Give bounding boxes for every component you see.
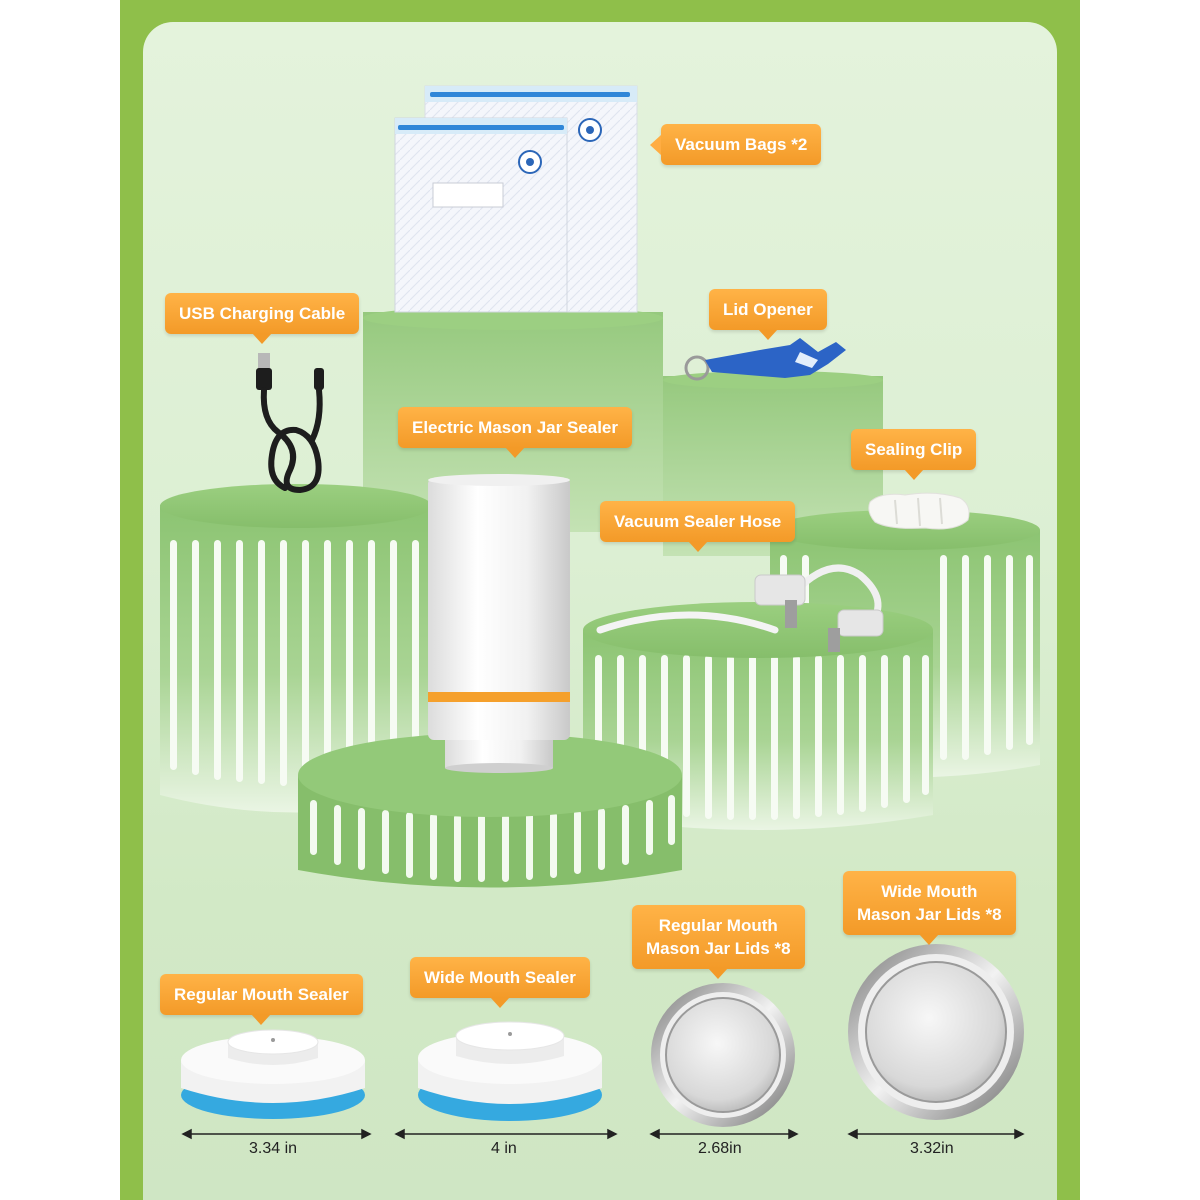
vacuum-hose-icon	[596, 564, 884, 652]
callout-text-line1: Regular Mouth	[658, 916, 778, 935]
callout-text-line2: Mason Jar Lids *8	[857, 905, 1002, 924]
dimension-wide-lid: 3.32in	[910, 1140, 954, 1157]
dimension-arrows	[181, 1128, 1025, 1140]
vacuum-bag-icon	[394, 85, 638, 313]
callout-mason-sealer: Electric Mason Jar Sealer	[398, 407, 633, 458]
callout-text: USB Charging Cable	[179, 304, 346, 323]
lid-opener-icon	[684, 338, 846, 381]
mason-jar-sealer-device	[428, 474, 570, 773]
callout-regular-lids: Regular Mouth Mason Jar Lids *8	[632, 905, 805, 979]
callout-vacuum-bags: Vacuum Bags *2	[650, 124, 822, 165]
left-pedestal	[160, 484, 432, 813]
callout-wide-sealer: Wide Mouth Sealer	[410, 957, 590, 1008]
callout-wide-lids: Wide Mouth Mason Jar Lids *8	[843, 871, 1016, 945]
callout-text: Electric Mason Jar Sealer	[412, 418, 619, 437]
regular-sealer-device	[181, 1029, 365, 1119]
callout-text-line1: Wide Mouth	[881, 882, 978, 901]
sealing-clip-icon	[868, 492, 970, 530]
callout-sealer-hose: Vacuum Sealer Hose	[600, 501, 796, 552]
jar-lid-icon	[848, 944, 1024, 1120]
dimension-regular-sealer: 3.34 in	[249, 1140, 298, 1157]
callout-text: Wide Mouth Sealer	[424, 968, 576, 987]
front-pedestal	[298, 733, 682, 888]
jar-lid-icon	[651, 983, 795, 1127]
usb-cable-icon	[256, 353, 324, 494]
callout-sealing-clip: Sealing Clip	[851, 429, 977, 480]
callout-text: Sealing Clip	[865, 440, 963, 459]
callout-text: Vacuum Bags *2	[675, 135, 808, 154]
callout-regular-sealer: Regular Mouth Sealer	[160, 974, 363, 1025]
wide-sealer-device	[418, 1021, 602, 1121]
callout-text: Vacuum Sealer Hose	[614, 512, 782, 531]
callout-text: Regular Mouth Sealer	[174, 985, 349, 1004]
callout-text-line2: Mason Jar Lids *8	[646, 939, 791, 958]
callout-lid-opener: Lid Opener	[709, 289, 827, 340]
callout-usb-cable: USB Charging Cable	[165, 293, 360, 344]
dimension-regular-lid: 2.68in	[698, 1140, 742, 1157]
callout-text: Lid Opener	[723, 300, 813, 319]
dimension-wide-sealer: 4 in	[491, 1140, 517, 1157]
